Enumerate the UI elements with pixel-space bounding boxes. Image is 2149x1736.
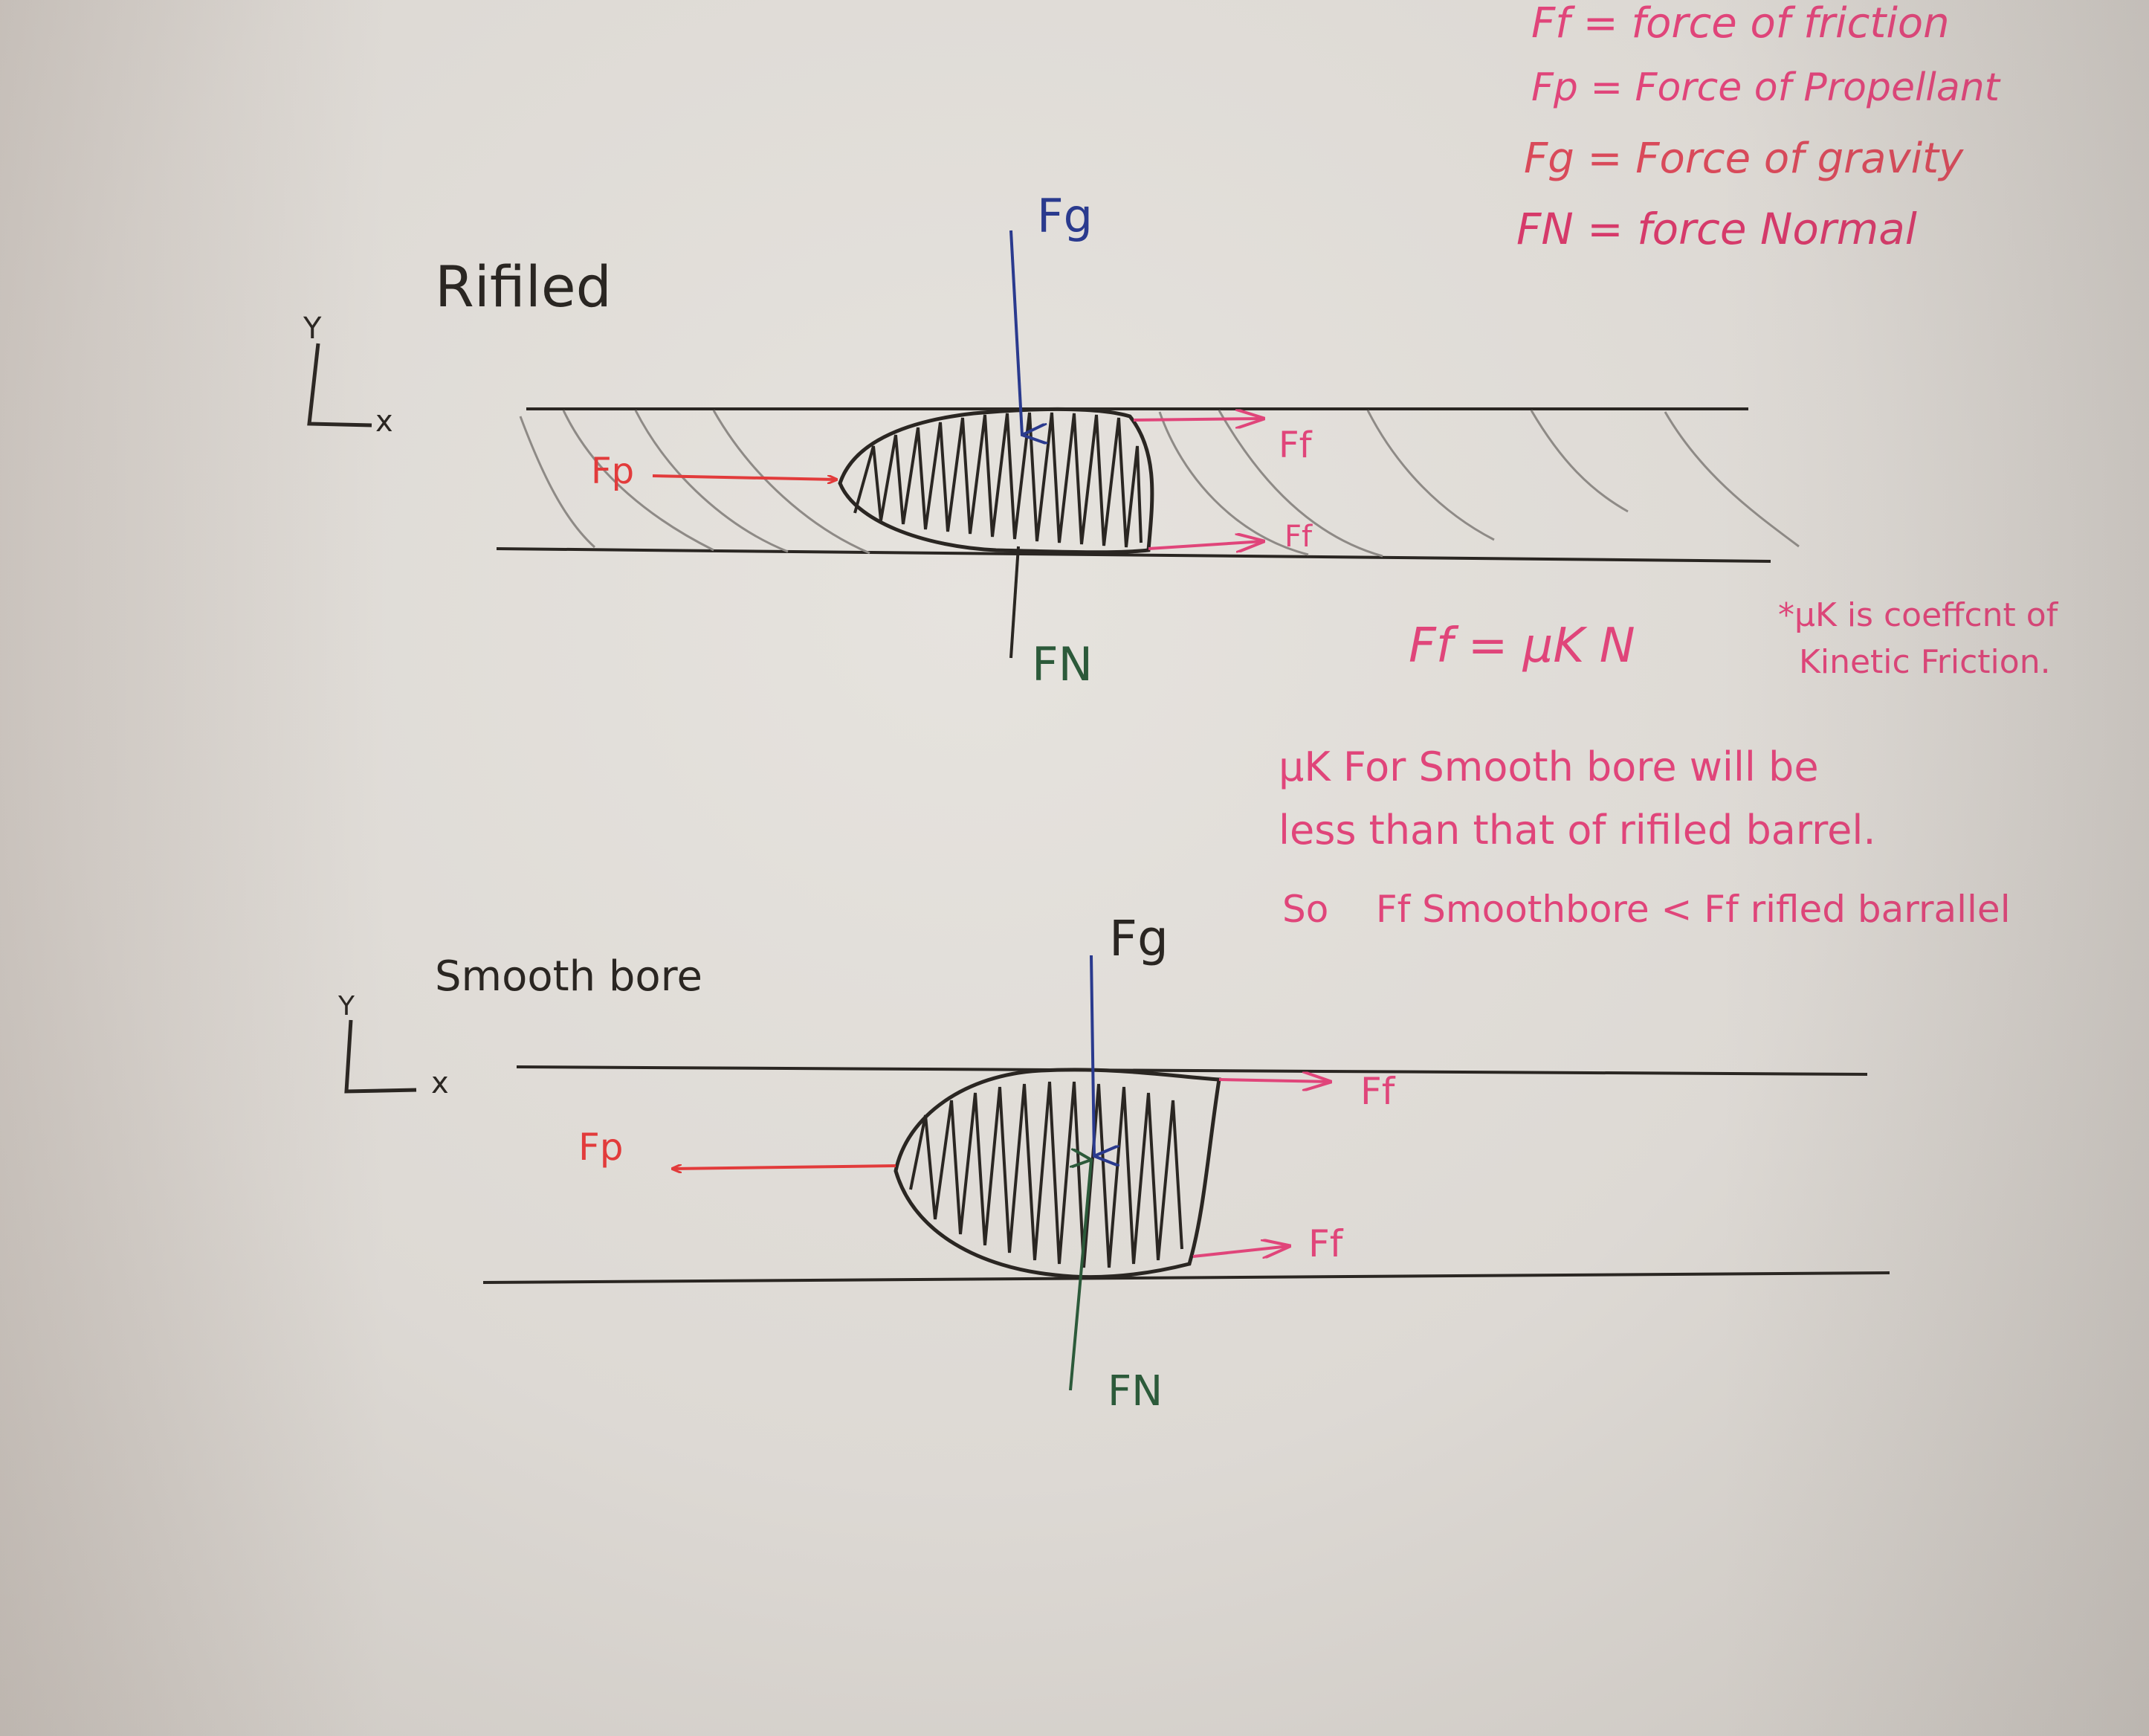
rifled-axis-x: x xyxy=(375,404,393,439)
smooth-fp-arrow xyxy=(673,1166,896,1169)
rifled-fp-arrow xyxy=(652,474,836,480)
smooth-fg-label: Fg xyxy=(1109,910,1169,967)
coefficient-note-line-1: *μK is coeffcnt of xyxy=(1778,596,2059,634)
legend-friction: Ff = force of friction xyxy=(1531,0,1950,48)
force-legend: Ff = force of friction Fp = Force of Pro… xyxy=(1516,0,2001,254)
friction-equation: Ff = μK N xyxy=(1409,619,1635,674)
rifled-ff-bottom-label: Ff xyxy=(1284,520,1313,554)
smooth-fg-arrow xyxy=(1090,955,1094,1156)
rifled-ff-top-label: Ff xyxy=(1279,425,1313,466)
rifled-fg-arrow xyxy=(1009,230,1022,435)
rifled-fp-label: Fp xyxy=(591,451,634,492)
smooth-ff-bottom-label: Ff xyxy=(1308,1222,1344,1265)
smooth-bullet xyxy=(893,1068,1221,1280)
comparison-line-2: less than that of rifiled barrel. xyxy=(1279,807,1876,854)
legend-gravity: Fg = Force of gravity xyxy=(1524,135,1964,183)
comparison-line-1: μK For Smooth bore will be xyxy=(1279,743,1819,790)
rifled-fn-label: FN xyxy=(1032,637,1093,691)
smooth-title: Smooth bore xyxy=(435,952,702,1001)
rifled-ff-top-arrow xyxy=(1133,419,1264,420)
smooth-barrel-bottom xyxy=(482,1271,1890,1284)
comparison-line-3: So Ff Smoothbore < Ff rifled barrallel xyxy=(1282,888,2011,931)
rifled-fg-label: Fg xyxy=(1037,189,1093,243)
coefficient-note-line-2: Kinetic Friction. xyxy=(1799,643,2051,681)
rifled-barrel-bottom xyxy=(496,547,1771,563)
rifling-grooves xyxy=(519,410,1800,558)
smooth-fn-label: FN xyxy=(1108,1367,1163,1416)
smooth-barrel-top xyxy=(516,1065,1868,1076)
comparison-text: μK For Smooth bore will be less than tha… xyxy=(1279,743,2011,931)
smooth-bore-diagram: Smooth bore Y x Fg FN Fp Ff Ff xyxy=(337,910,1890,1416)
rifled-ff-bottom-arrow xyxy=(1148,541,1264,549)
rifled-axis-icon: Y x xyxy=(303,312,393,439)
rifled-bullet xyxy=(838,407,1154,555)
smooth-fp-label: Fp xyxy=(578,1126,624,1169)
rifled-fn-line xyxy=(1009,546,1020,659)
smooth-axis-x: x xyxy=(431,1066,449,1100)
smooth-axis-icon: Y x xyxy=(337,991,449,1100)
smooth-axis-y: Y xyxy=(337,991,355,1022)
rifled-axis-y: Y xyxy=(303,312,322,346)
rifled-title: Rifiled xyxy=(435,254,612,320)
smooth-ff-bottom-arrow xyxy=(1192,1246,1290,1256)
legend-propellant: Fp = Force of Propellant xyxy=(1531,65,2001,110)
smooth-ff-top-label: Ff xyxy=(1360,1070,1396,1113)
rifled-diagram: Rifiled Y x xyxy=(303,189,1800,691)
coefficient-note: *μK is coeffcnt of Kinetic Friction. xyxy=(1778,596,2059,681)
legend-normal: FN = force Normal xyxy=(1516,204,1917,254)
smooth-ff-top-arrow xyxy=(1218,1080,1331,1082)
smooth-fn-arrow xyxy=(1069,1160,1091,1391)
